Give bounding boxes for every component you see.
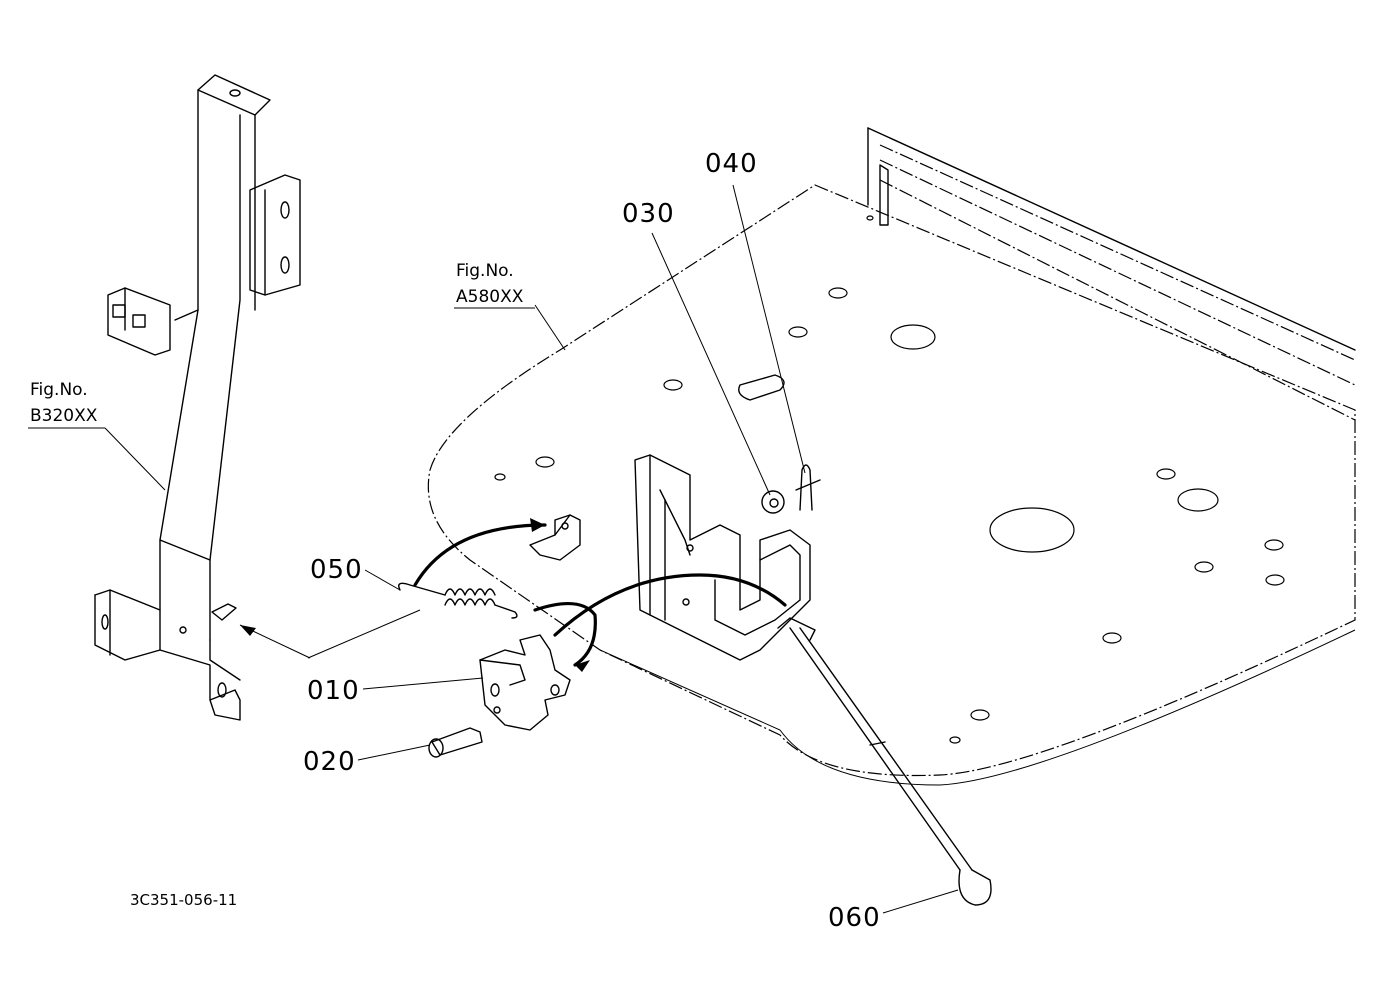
clip-040 xyxy=(795,464,821,511)
floor-plate xyxy=(427,127,1356,786)
part-label-050: 050 xyxy=(310,555,363,585)
part-labels: 050 010 020 030 040 060 xyxy=(303,149,881,933)
plate-holes xyxy=(494,215,1285,744)
figure-refs: Fig.No. A580XX Fig.No. B320XX xyxy=(28,261,535,429)
pin-020 xyxy=(428,727,483,758)
part-label-020: 020 xyxy=(303,747,356,777)
fig-ref-a-number: A580XX xyxy=(456,287,524,307)
washer-030 xyxy=(761,490,785,514)
lever-plate-010 xyxy=(479,634,571,731)
part-label-040: 040 xyxy=(705,149,758,179)
fig-ref-b-number: B320XX xyxy=(30,406,98,426)
rod-060 xyxy=(777,617,992,906)
part-label-060: 060 xyxy=(828,903,881,933)
drawing-number: 3C351-056-11 xyxy=(130,891,237,909)
assembly-arrows xyxy=(239,518,787,672)
fig-ref-b-prefix: Fig.No. xyxy=(30,380,88,400)
leader-lines xyxy=(104,184,959,914)
spring-050 xyxy=(398,582,518,619)
frame-post xyxy=(94,74,301,721)
fig-ref-a-prefix: Fig.No. xyxy=(456,261,514,281)
part-label-010: 010 xyxy=(307,676,360,706)
part-label-030: 030 xyxy=(622,199,675,229)
